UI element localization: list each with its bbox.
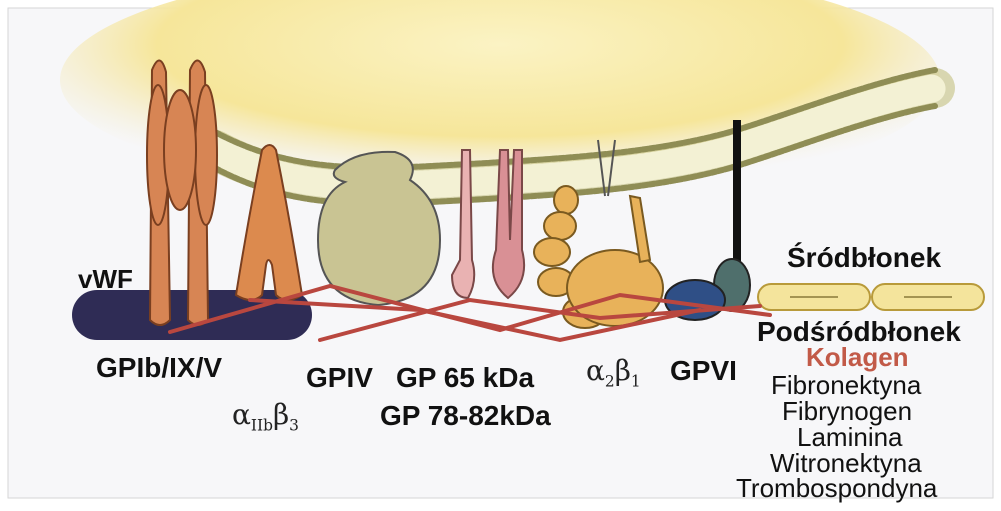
label-gp65: GP 65 kDa xyxy=(396,362,534,394)
label-gpib-ix-v: GPIb/IX/V xyxy=(96,352,222,384)
label-vwf: vWF xyxy=(78,264,133,295)
label-gpvi: GPVI xyxy=(670,355,737,387)
label-srodblonek: Śródbłonek xyxy=(787,242,941,274)
label-trombospondyna: Trombospondyna xyxy=(736,473,937,504)
label-aiib-b3: αIIbβ3 xyxy=(232,398,299,435)
label-a2b1: α2β1 xyxy=(586,354,641,391)
label-gpiv: GPIV xyxy=(306,362,373,394)
label-gp78: GP 78-82kDa xyxy=(380,400,551,432)
label-kolagen: Kolagen xyxy=(806,342,909,373)
